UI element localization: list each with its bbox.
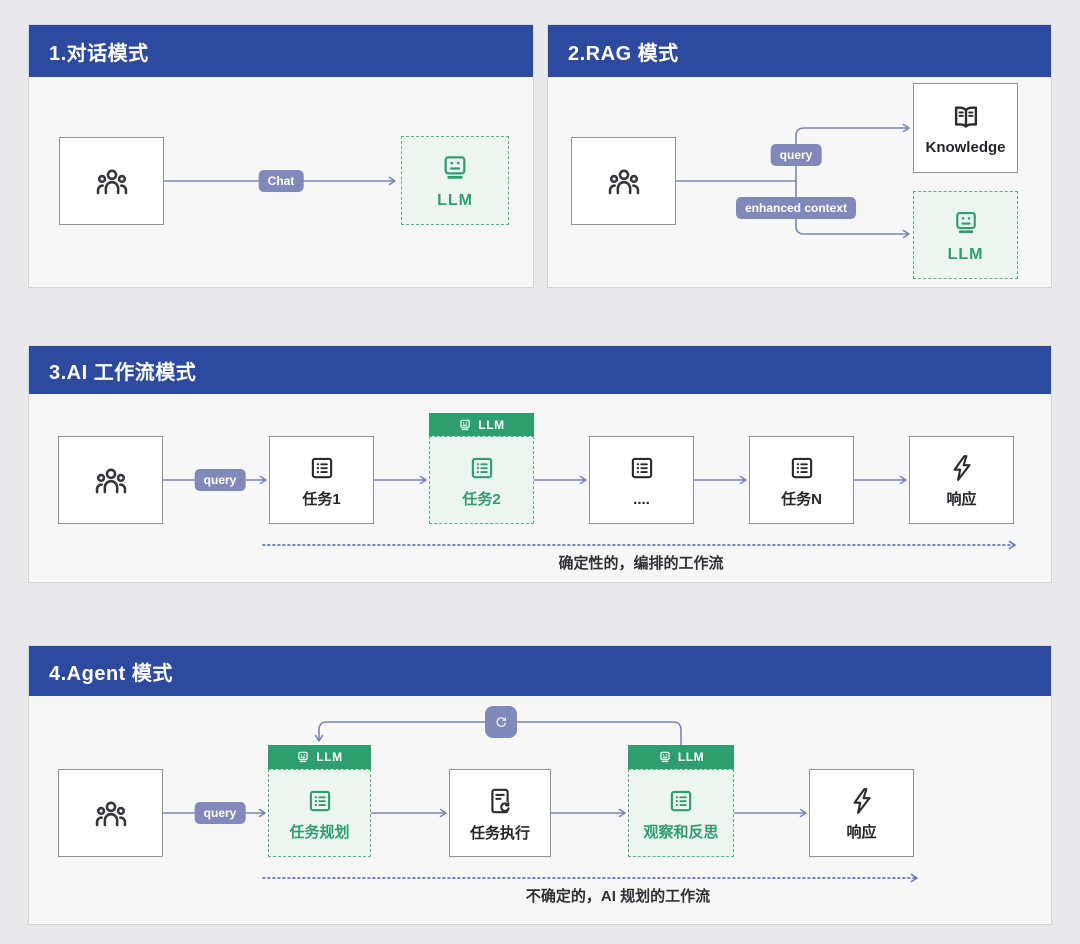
panel-body: query LLM 任务规划 (29, 696, 1051, 924)
task-label: 任务1 (302, 491, 341, 508)
lightning-icon (953, 455, 971, 481)
panel-dialog-mode: 1.对话模式 Chat (28, 24, 534, 288)
refresh-icon (496, 717, 507, 728)
task-label: 任务2 (462, 491, 501, 508)
response-label: 响应 (946, 491, 977, 508)
llm-tag-label: LLM (478, 417, 505, 432)
enhanced-context-edge-badge: enhanced context (735, 197, 857, 219)
panel-workflow-mode: 3.AI 工作流模式 query (28, 345, 1052, 583)
task1-node: 任务1 (269, 436, 374, 524)
robot-icon (444, 156, 466, 179)
panel-header: 2.RAG 模式 (548, 25, 1051, 77)
llm-node: LLM (401, 136, 509, 225)
llm-label: LLM (947, 245, 984, 263)
reflection-label: 观察和反思 (643, 824, 719, 841)
task-list-icon (791, 457, 812, 479)
panel-header: 1.对话模式 (29, 25, 533, 77)
user-node (571, 137, 676, 225)
user-node (59, 137, 164, 225)
people-icon (95, 801, 126, 827)
lightning-icon (853, 788, 871, 814)
people-icon (96, 169, 127, 195)
connector-lines (163, 475, 1016, 550)
llm-node: LLM (913, 191, 1018, 279)
planning-node: 任务规划 (268, 769, 371, 857)
user-node (58, 769, 163, 857)
task-list-icon (670, 790, 692, 812)
ellipsis-node: .... (589, 436, 694, 524)
book-icon (954, 106, 977, 128)
panel-header: 4.Agent 模式 (29, 646, 1051, 696)
flow-caption: 不确定的，AI 规划的工作流 (525, 888, 711, 905)
llm-tag-label: LLM (677, 750, 705, 764)
doc-execute-icon (491, 788, 510, 814)
query-edge-badge: query (194, 802, 246, 824)
robot-icon (460, 419, 471, 430)
response-node: 响应 (909, 436, 1014, 524)
llm-tag: LLM (268, 745, 371, 769)
llm-tag: LLM (429, 413, 534, 436)
response-node: 响应 (809, 769, 914, 857)
task-list-icon (631, 457, 652, 479)
taskN-node: 任务N (749, 436, 854, 524)
execution-node: 任务执行 (449, 769, 551, 857)
chat-edge-badge: Chat (258, 170, 304, 192)
panel-title: 1.对话模式 (49, 42, 149, 65)
panel-title: 2.RAG 模式 (568, 42, 679, 65)
loop-badge (485, 706, 517, 738)
llm-tag-label: LLM (316, 750, 343, 764)
flow-caption: 确定性的，编排的工作流 (558, 555, 724, 572)
execution-label: 任务执行 (469, 825, 530, 842)
llm-label: LLM (437, 192, 473, 209)
task2-node: 任务2 (429, 436, 534, 524)
task-label: 任务N (781, 491, 822, 508)
panel-body: Chat LLM (29, 77, 533, 287)
panel-title: 3.AI 工作流模式 (49, 361, 197, 384)
knowledge-label: Knowledge (925, 139, 1006, 156)
query-edge-badge: query (194, 469, 246, 491)
robot-icon (660, 751, 670, 763)
planning-label: 任务规划 (289, 824, 350, 841)
query-edge-badge: query (770, 144, 822, 166)
panel-body: query enhanced context Knowledge (548, 77, 1051, 287)
llm-tag: LLM (628, 745, 734, 769)
user-node (58, 436, 163, 524)
reflection-node: 观察和反思 (628, 769, 734, 857)
response-label: 响应 (846, 824, 877, 841)
panel-agent-mode: 4.Agent 模式 (28, 645, 1052, 925)
panel-title: 4.Agent 模式 (49, 662, 173, 685)
task-list-icon (311, 457, 332, 479)
panel-rag-mode: 2.RAG 模式 query enhanced context (547, 24, 1052, 288)
people-icon (95, 468, 126, 494)
knowledge-node: Knowledge (913, 83, 1018, 173)
panel-header: 3.AI 工作流模式 (29, 346, 1051, 394)
robot-icon (298, 751, 309, 763)
panel-body: query 任务1 LLM (29, 394, 1051, 582)
robot-icon (955, 211, 976, 233)
people-icon (608, 169, 639, 195)
task-list-icon (309, 790, 330, 812)
ellipsis-label: .... (633, 491, 650, 508)
task-list-icon (471, 457, 492, 479)
